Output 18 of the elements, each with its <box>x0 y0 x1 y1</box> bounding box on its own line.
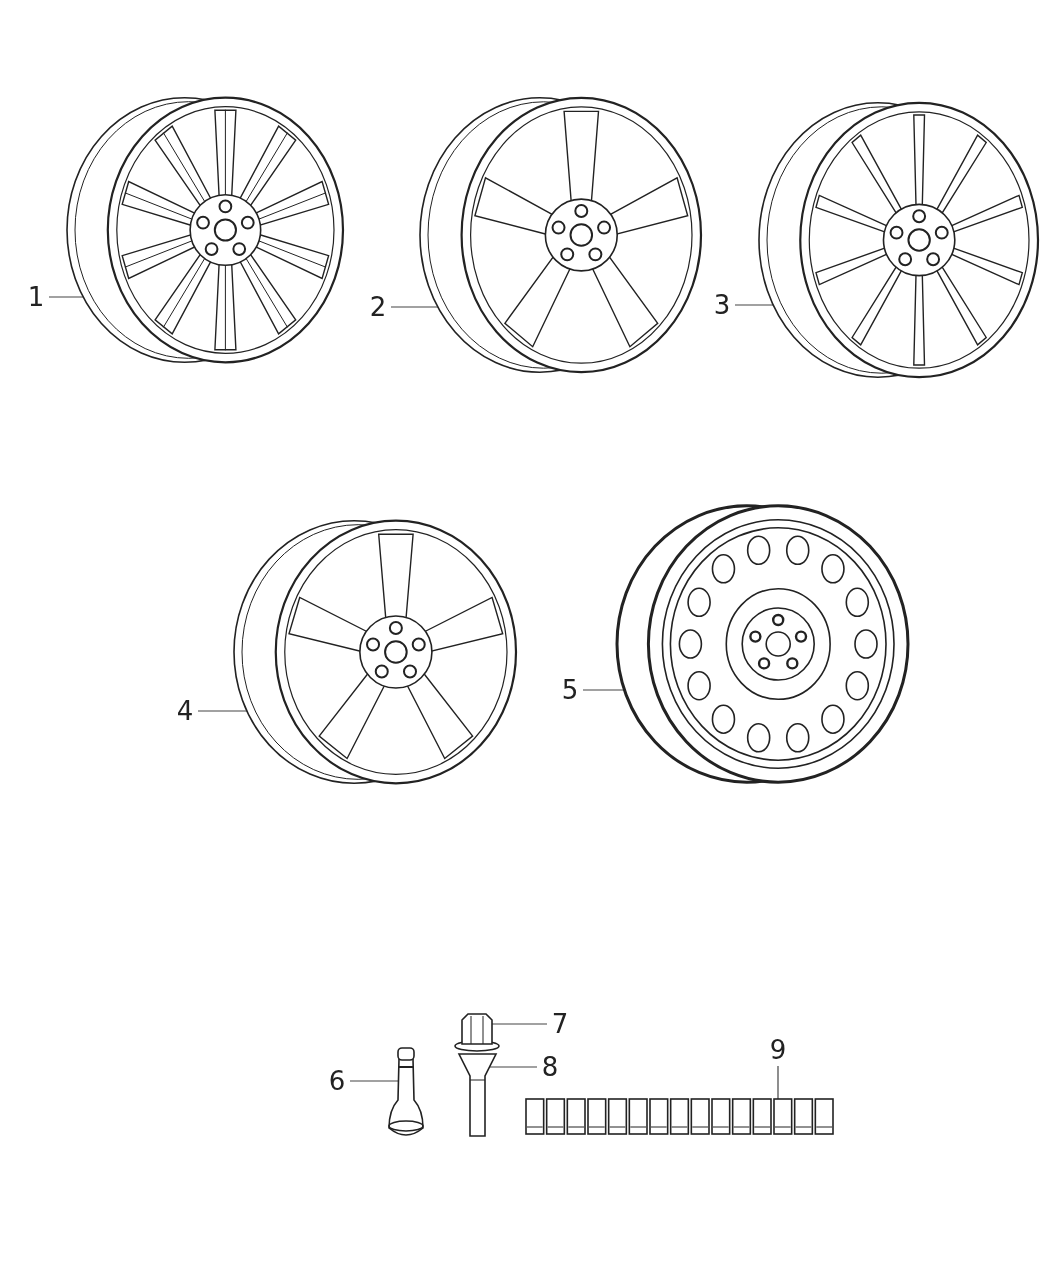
wheel-drawing <box>757 100 1040 380</box>
callout-number: 3 <box>711 289 733 321</box>
callout-number: 9 <box>767 1034 789 1066</box>
callout-number: 1 <box>25 281 47 313</box>
callout-number: 7 <box>549 1008 571 1040</box>
steel-wheel-drawing <box>615 503 910 785</box>
callout-number: 6 <box>326 1065 348 1097</box>
wheel-drawing <box>65 95 345 365</box>
bolt-shank-drawing <box>455 1052 500 1140</box>
leader-line <box>777 1065 779 1100</box>
wheel-drawing <box>418 95 703 375</box>
callout-number: 8 <box>539 1051 561 1083</box>
bolt-head-drawing <box>453 1012 501 1052</box>
callout-number: 4 <box>174 695 196 727</box>
callout-number: 5 <box>559 674 581 706</box>
wheel-weights-drawing <box>525 1098 835 1136</box>
callout-number: 2 <box>367 291 389 323</box>
wheel-drawing <box>232 518 518 786</box>
